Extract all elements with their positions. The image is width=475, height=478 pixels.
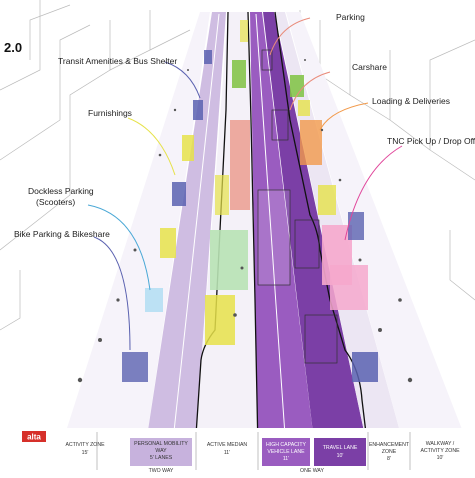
leader-tnc: [344, 145, 403, 241]
median-green-shelter: [210, 230, 248, 290]
callout-dockless-sub: (Scooters): [36, 197, 75, 207]
zone-hcv-name2: VEHICLE LANE: [267, 449, 305, 455]
high-capacity-lane: [250, 12, 315, 450]
callout-transit: Transit Amenities & Bus Shelter: [58, 56, 177, 66]
car-2: [294, 219, 320, 269]
leader-transit: [164, 61, 201, 99]
zone-enh-width: 8': [387, 456, 391, 462]
zone-pmw-name1: PERSONAL MOBILITY: [134, 441, 188, 447]
callout-leaders: [87, 17, 403, 351]
navy-block-right-1: [348, 212, 364, 240]
zone-walk-width: 10': [437, 455, 444, 461]
median-features: [205, 20, 250, 345]
zone-median-name: ACTIVE MEDIAN: [207, 442, 248, 448]
zone-activity-name: ACTIVITY ZONE: [65, 442, 105, 448]
zone-pmw-width: 5' LANES: [150, 455, 173, 461]
zone-median-width: 11': [224, 450, 230, 456]
bikeshare-block: [172, 182, 186, 206]
amenity-block-far: [204, 50, 212, 64]
zone-travel-box: [314, 438, 366, 466]
callout-carshare: Carshare: [352, 62, 387, 72]
walkway-right: [286, 12, 470, 450]
callout-dockless: Dockless Parking: [28, 186, 94, 196]
yellow-block-right: [318, 185, 336, 215]
callout-loading: Loading & Deliveries: [372, 96, 450, 106]
callout-tnc: TNC Pick Up / Drop Off: [387, 136, 475, 146]
zone-hcv-width: 11': [283, 456, 289, 462]
zone-walk-name1: WALKWAY /: [426, 441, 455, 447]
buildings-left: [0, 0, 191, 331]
bike-parking-block: [122, 352, 148, 382]
leader-furnishings: [127, 117, 176, 176]
zone-pmw-box: [130, 438, 192, 466]
logo-text: alta: [27, 433, 41, 442]
green-block-right: [290, 75, 304, 97]
zone-activity-width: 15': [82, 450, 89, 456]
navy-block-right-2: [352, 352, 378, 382]
yellow-block-right-2: [298, 100, 310, 116]
zone-one-way: ONE WAY: [300, 468, 324, 474]
personal-mobility-way: [145, 12, 226, 450]
leader-carshare: [289, 71, 331, 111]
median-yellow-2: [215, 175, 229, 215]
callout-bike: Bike Parking & Bikeshare: [14, 229, 110, 239]
zone-walk-name2: ACTIVITY ZONE: [420, 448, 460, 454]
alta-logo: alta: [22, 431, 46, 442]
car-3: [271, 109, 289, 141]
callout-furnishings: Furnishings: [88, 108, 132, 118]
zone-pmw-name2: WAY: [155, 448, 167, 454]
leader-parking: [269, 17, 311, 56]
vehicles: [257, 49, 338, 364]
pedestrians-sketch: [77, 59, 413, 383]
zone-two-way: TWO WAY: [149, 468, 174, 474]
zone-hcv-name1: HIGH CAPACITY: [266, 442, 307, 448]
callout-parking: Parking: [336, 12, 365, 22]
leader-bike: [93, 236, 131, 351]
zone-travel-name: TRAVEL LANE: [323, 445, 358, 451]
zone-enh-name1: ENHANCEMENT: [369, 442, 410, 448]
median-yellow-1: [205, 295, 235, 345]
dockless-parking-block: [145, 288, 163, 312]
zone-hcv-box: [262, 438, 310, 466]
car-1: [304, 314, 338, 364]
leader-dockless: [87, 204, 151, 291]
leader-loading: [319, 102, 369, 131]
lane-stripes: [171, 13, 287, 451]
median-salmon: [230, 120, 250, 210]
loading-block: [300, 120, 322, 165]
bus-shelter-block: [193, 100, 203, 120]
enhancement-blocks: [290, 75, 378, 382]
zone-enh-name2: ZONE: [382, 449, 397, 455]
median-yellow-far: [240, 20, 248, 42]
zone-travel-width: 10': [337, 453, 344, 459]
diagram-title: 2.0: [4, 40, 22, 55]
median-green-far: [232, 60, 246, 88]
amenity-blocks-left: [122, 50, 212, 382]
furnishing-block-2: [182, 135, 194, 161]
activity-zone-left: [60, 12, 210, 450]
car-block-right: [330, 265, 368, 310]
zone-label-bar: ACTIVITY ZONE 15' PERSONAL MOBILITY WAY …: [60, 428, 470, 478]
bus-outline: [257, 189, 291, 286]
car-4: [261, 49, 273, 71]
furnishing-block-1: [160, 228, 176, 258]
